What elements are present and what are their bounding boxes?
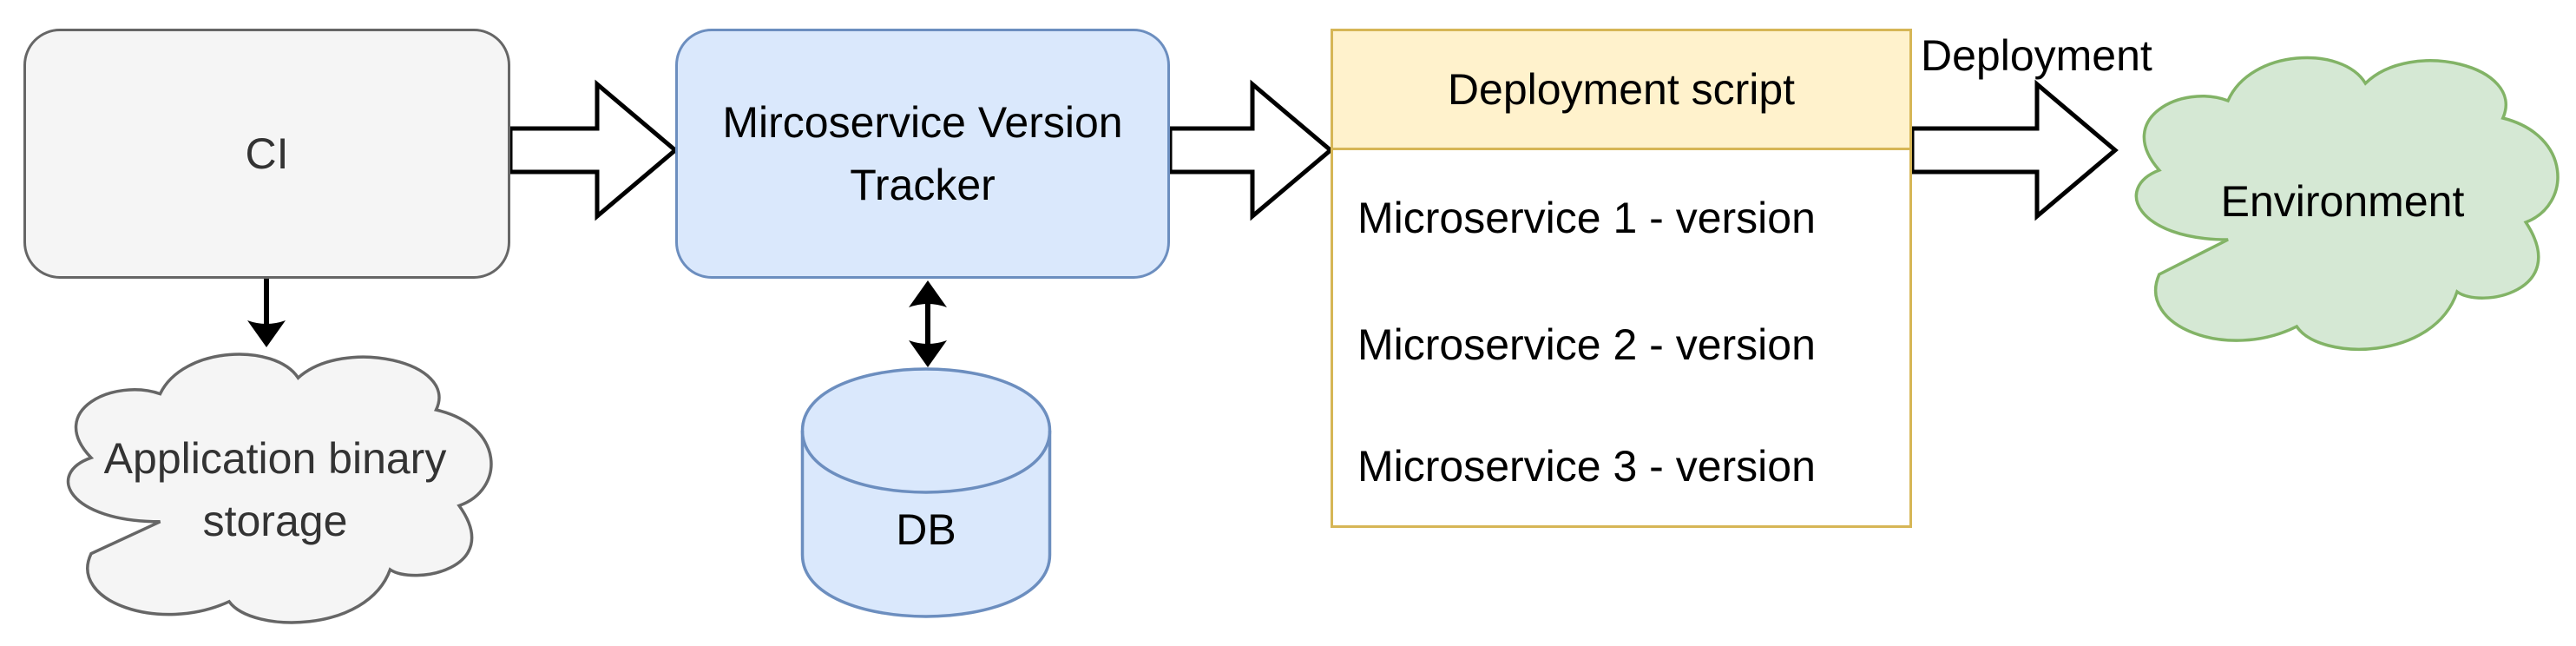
edge-label-deployment: Deployment — [1921, 31, 2152, 80]
arrow-script-to-environment[interactable] — [1909, 79, 2119, 221]
arrow-ci-to-tracker[interactable] — [508, 79, 679, 221]
arrow-tracker-db-bidirectional[interactable] — [909, 280, 947, 367]
list-item: Microservice 2 - version — [1357, 320, 1816, 369]
node-deployment-script[interactable]: Deployment script Microservice 1 - versi… — [1331, 29, 1912, 528]
node-tracker[interactable]: Mircoservice Version Tracker — [675, 29, 1170, 279]
cloud-shape — [66, 353, 493, 624]
deployment-script-header: Deployment script — [1333, 31, 1909, 150]
node-db-label: DB — [896, 505, 956, 554]
database-cylinder-shape — [800, 367, 1052, 618]
cloud-shape — [2134, 56, 2560, 352]
list-item: Microservice 3 - version — [1357, 442, 1816, 491]
node-binary-storage-label: Application binary storage — [103, 434, 447, 545]
node-binary-storage[interactable]: Application binary storage — [45, 330, 505, 646]
node-db[interactable]: DB — [800, 367, 1052, 618]
list-item: Microservice 1 - version — [1357, 194, 1816, 242]
node-environment[interactable]: Environment — [2113, 31, 2572, 379]
node-tracker-label: Mircoservice Version Tracker — [722, 98, 1123, 209]
arrow-tracker-to-script[interactable] — [1167, 79, 1334, 221]
node-ci[interactable]: CI — [23, 29, 510, 279]
node-environment-label: Environment — [2220, 177, 2465, 226]
node-ci-label: CI — [245, 129, 289, 178]
